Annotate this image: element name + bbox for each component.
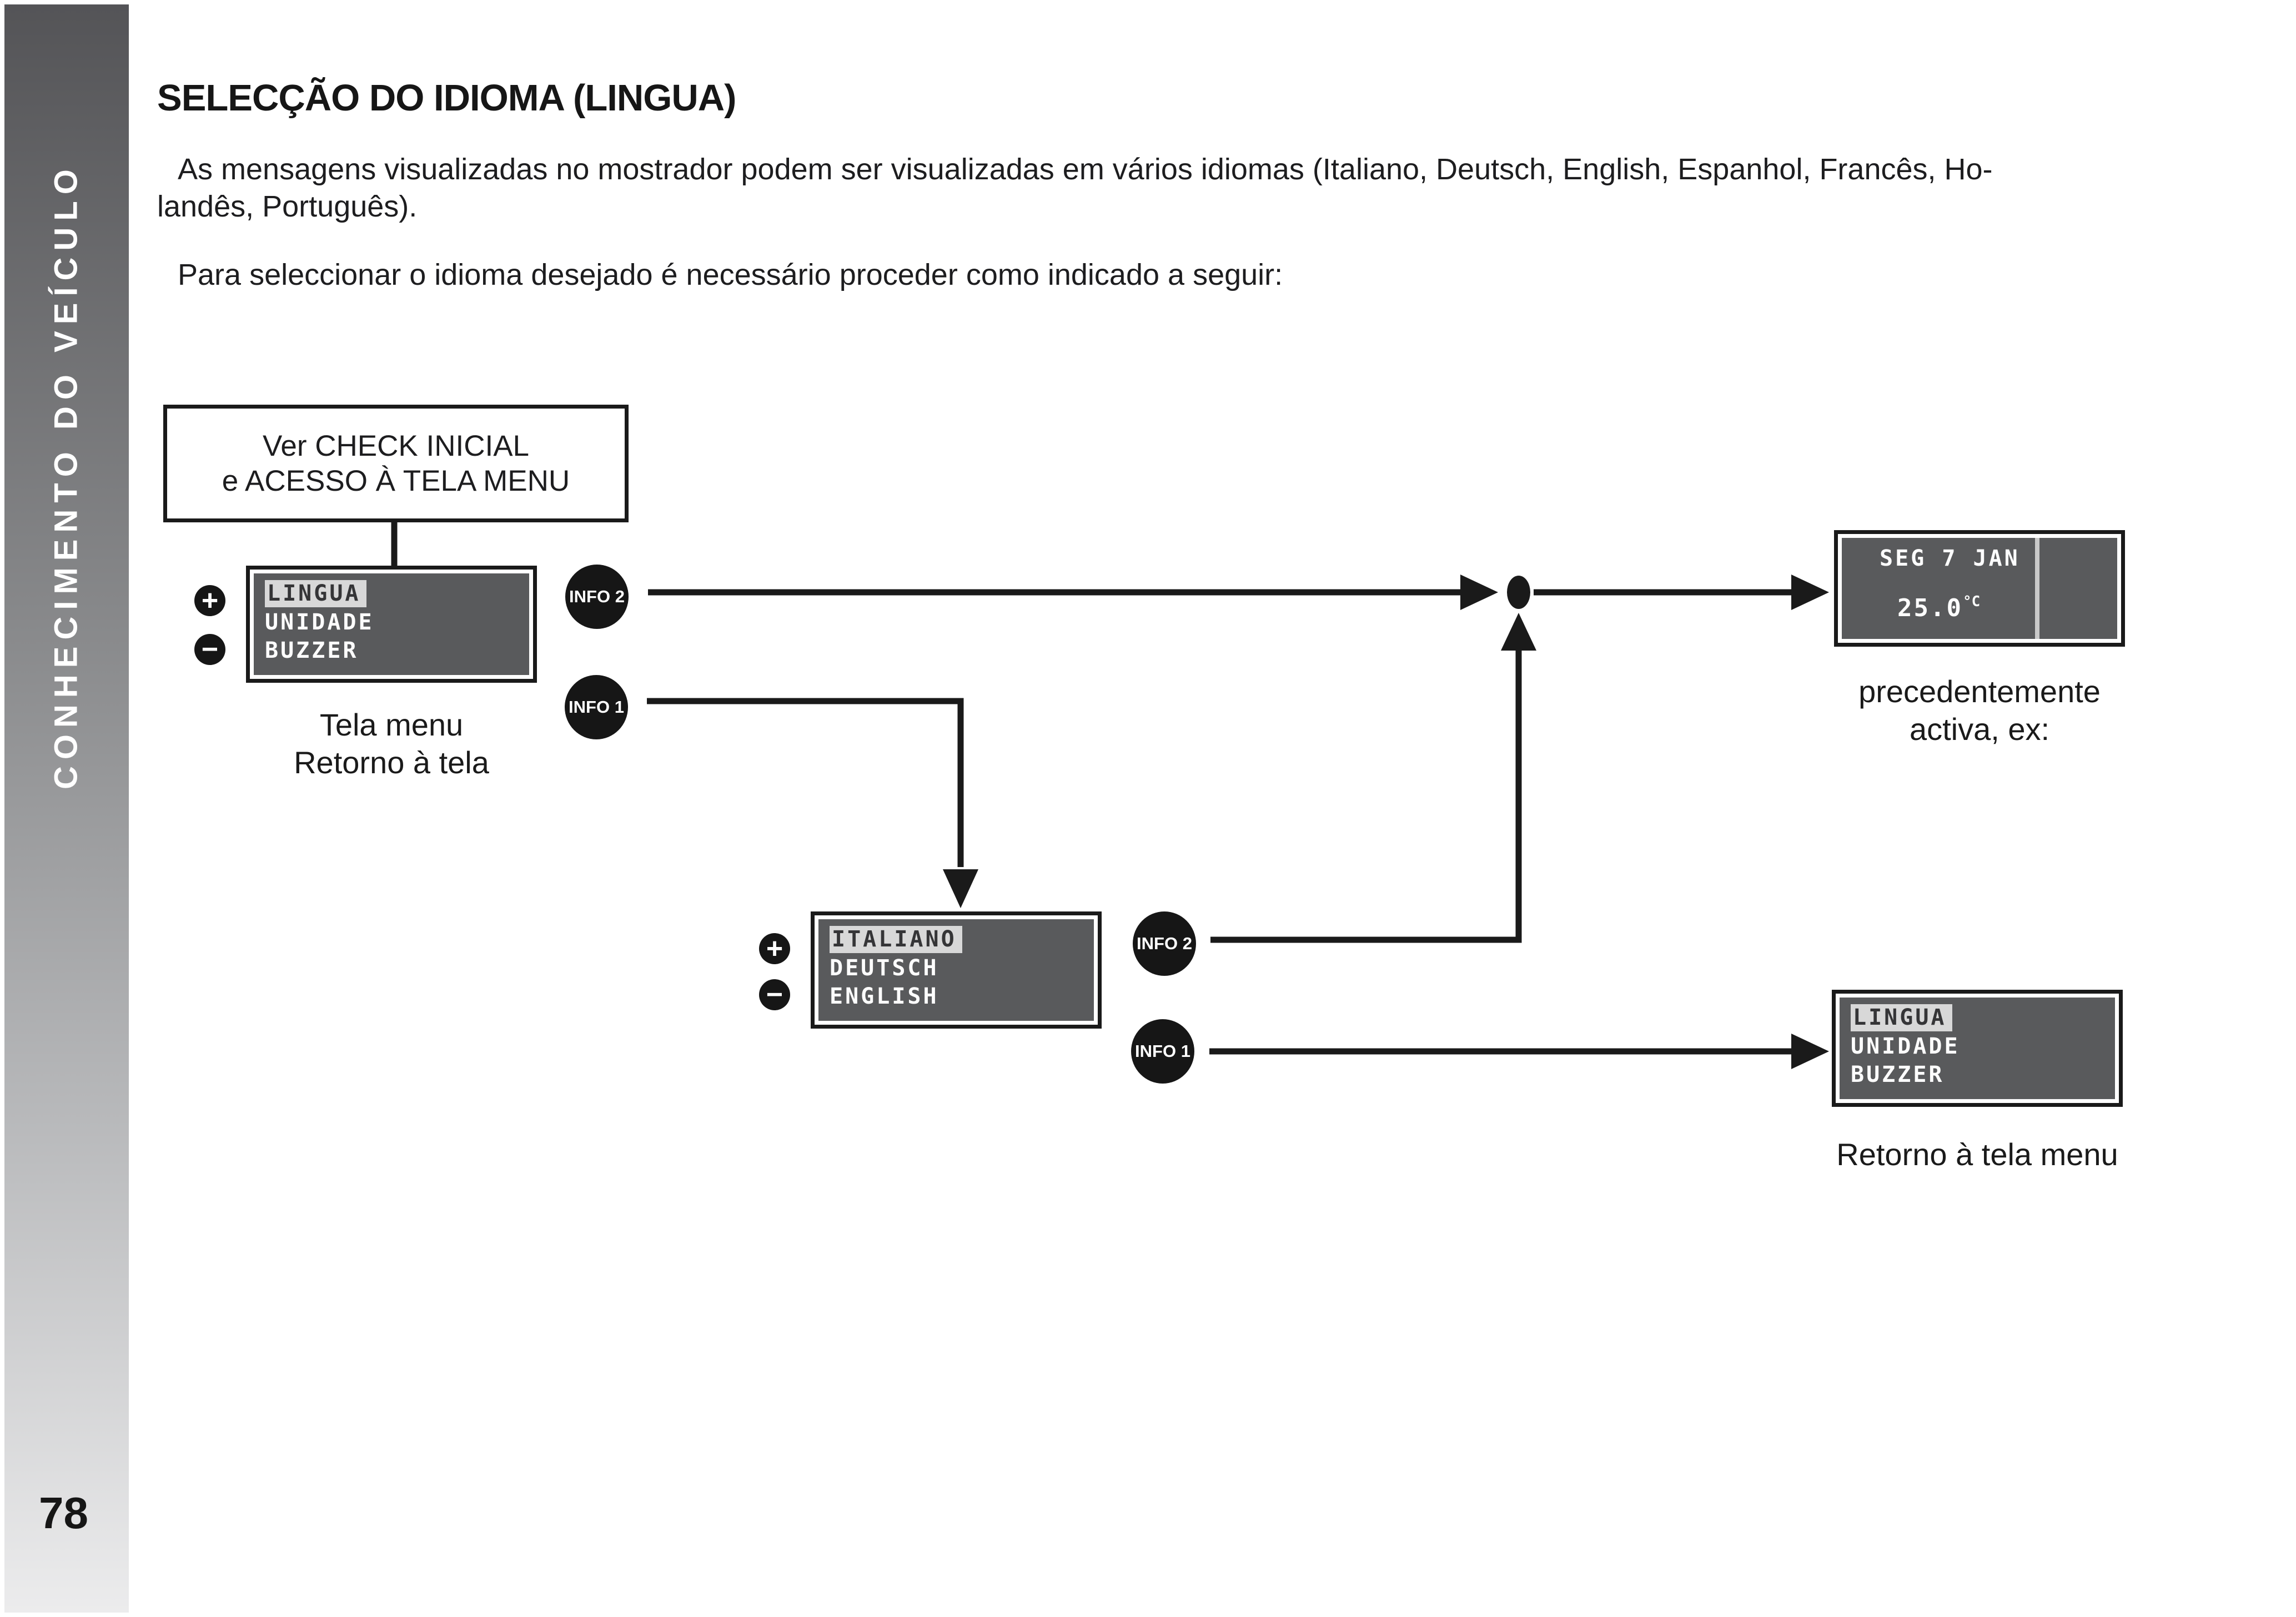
display-return-screen: LINGUA UNIDADE BUZZER: [1840, 998, 2115, 1099]
lcd-item: ENGLISH: [830, 984, 939, 1009]
display-language-screen: ITALIANO DEUTSCH ENGLISH: [818, 919, 1094, 1021]
connector-info2-up-to-dot: [1210, 651, 1522, 943]
lcd-item: BUZZER: [265, 638, 359, 663]
lcd-item: UNIDADE: [1851, 1034, 1960, 1059]
page-number: 78: [39, 1488, 88, 1538]
junction-dot: [1507, 576, 1530, 609]
caption-line: precedentemente: [1858, 674, 2101, 709]
minus-icon: −: [201, 633, 219, 666]
plus-icon: +: [766, 933, 783, 965]
paragraph-instruction: Para seleccionar o idioma desejado é nec…: [178, 258, 1283, 291]
arrowhead-down: [943, 869, 978, 908]
info2-label: INFO 2: [569, 587, 625, 606]
minus-icon: −: [766, 979, 783, 1011]
display-return: LINGUA UNIDADE BUZZER: [1832, 990, 2123, 1107]
temp-value: 25.0: [1897, 594, 1963, 622]
paragraph-line: landês, Português).: [157, 190, 418, 223]
lcd-item: UNIDADE: [265, 609, 374, 635]
display-menu: LINGUA UNIDADE BUZZER: [246, 566, 537, 683]
lcd-item-selected: LINGUA: [265, 580, 529, 607]
info2-button: INFO 2: [565, 565, 629, 629]
plus-button: +: [194, 585, 225, 616]
sidebar-vertical-title: CONHECIMENTO DO VEÍCULO: [48, 163, 84, 790]
caption-line: Tela menu: [319, 707, 464, 742]
lcd-item: DEUTSCH: [830, 955, 939, 981]
lcd-item-selected: LINGUA: [1851, 1004, 2115, 1031]
info1-button: INFO 1: [1131, 1019, 1194, 1084]
display-previous: SEG 7 JAN 25.0°C: [1834, 530, 2125, 647]
display-language: ITALIANO DEUTSCH ENGLISH: [811, 911, 1102, 1029]
check-inicial-box: Ver CHECK INICIAL e ACESSO À TELA MENU: [163, 405, 629, 522]
display-menu-screen: LINGUA UNIDADE BUZZER: [254, 573, 529, 675]
lcd-date: SEG 7 JAN: [1880, 546, 2020, 571]
lcd-highlight: LINGUA: [265, 580, 366, 607]
caption-line: activa, ex:: [1909, 712, 2050, 747]
lcd-temperature: 25.0°C: [1842, 571, 2117, 622]
minus-button: −: [194, 634, 225, 665]
arrowhead-right: [1460, 575, 1498, 610]
minus-button: −: [759, 979, 790, 1010]
lcd-item-selected: ITALIANO: [830, 926, 1094, 953]
sidebar-band: CONHECIMENTO DO VEÍCULO 78: [4, 4, 129, 1613]
plus-button: +: [759, 933, 790, 964]
arrowhead-up: [1501, 613, 1536, 651]
lcd-highlight: LINGUA: [1851, 1004, 1952, 1031]
caption-previous: precedentemente activa, ex:: [1834, 673, 2125, 748]
caption-return: Retorno à tela menu: [1836, 1137, 2118, 1172]
info1-button: INFO 1: [565, 675, 628, 739]
temp-unit: °C: [1962, 593, 1981, 610]
info1-label: INFO 1: [569, 697, 624, 717]
caption-menu: Tela menu Retorno à tela: [246, 706, 537, 782]
connector-info1-to-language: [647, 698, 964, 867]
info2-button: INFO 2: [1133, 911, 1196, 976]
plus-icon: +: [201, 585, 219, 617]
caption-line: Retorno à tela: [294, 745, 489, 780]
arrowhead-right: [1791, 1034, 1829, 1069]
paragraph-languages: As mensagens visualizadas no mostrador p…: [157, 151, 1993, 225]
arrowhead-right: [1791, 575, 1829, 610]
section-title: SELECÇÃO DO IDIOMA (LINGUA): [157, 77, 736, 119]
paragraph-line: As mensagens visualizadas no mostrador p…: [178, 153, 1993, 186]
check-inicial-line1: Ver CHECK INICIAL: [262, 430, 530, 462]
lcd-highlight: ITALIANO: [830, 926, 962, 953]
info1-label: INFO 1: [1135, 1041, 1190, 1061]
lcd-item: BUZZER: [1851, 1062, 1945, 1087]
info2-label: INFO 2: [1137, 934, 1192, 953]
display-previous-screen: SEG 7 JAN 25.0°C: [1842, 538, 2117, 639]
check-inicial-line2: e ACESSO À TELA MENU: [222, 465, 570, 497]
screen-divider: [2035, 538, 2039, 639]
